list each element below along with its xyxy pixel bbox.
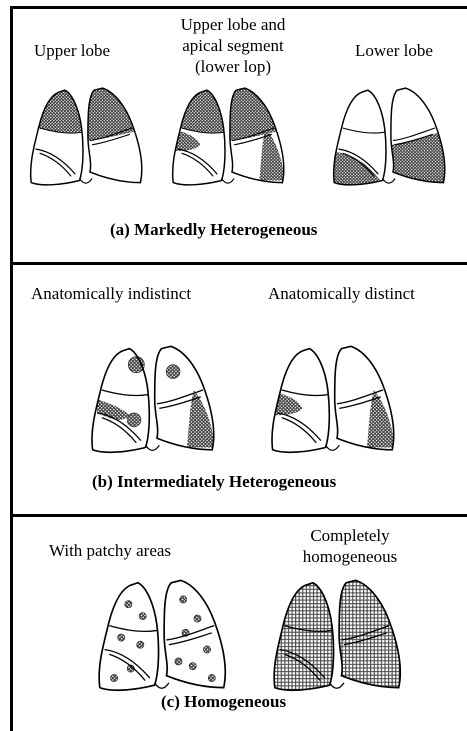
lungs-patchy-areas [95, 578, 238, 697]
caption-b: (b) Intermediately Heterogeneous [92, 471, 336, 492]
label-anatomically-distinct: Anatomically distinct [268, 283, 415, 304]
shaded-spot [175, 658, 182, 665]
shaded-spot [180, 596, 187, 603]
label-line: (lower lop) [168, 56, 298, 77]
airway-outline [155, 683, 169, 688]
lungs-anatomically-distinct [268, 344, 406, 459]
label-completely-homogeneous: Completely homogeneous [290, 525, 410, 567]
label-upper-lobe: Upper lobe [34, 40, 110, 61]
label-line: apical segment [168, 35, 298, 56]
shaded-spot [189, 663, 196, 670]
frame-left-border [10, 6, 13, 731]
airway-outline [383, 178, 396, 183]
lungs-upper-lobe-apical [169, 86, 295, 191]
left-lung-fill [164, 580, 225, 687]
lungs-anatomically-indistinct [88, 344, 226, 459]
label-upper-lobe-apical: Upper lobe and apical segment (lower lop… [168, 14, 298, 77]
shaded-spot [118, 634, 125, 641]
label-line: Completely [290, 525, 410, 546]
shaded-spot [137, 641, 144, 648]
label-anatomically-indistinct: Anatomically indistinct [31, 283, 191, 304]
panel-divider-1 [10, 262, 467, 265]
airway-outline [326, 445, 340, 450]
shaded-spot [110, 675, 117, 682]
label-patchy-areas: With patchy areas [49, 540, 171, 561]
shaded-spot [208, 675, 215, 682]
airway-outline [222, 178, 235, 183]
airway-outline [80, 178, 93, 183]
shaded-spot [139, 613, 146, 620]
label-line: Upper lobe and [168, 14, 298, 35]
shaded-spot [166, 365, 180, 379]
left-lung-fill [339, 580, 400, 687]
caption-a: (a) Markedly Heterogeneous [110, 219, 317, 240]
lungs-upper-lobe [27, 86, 153, 191]
shaded-spot [203, 646, 210, 653]
lungs-lower-lobe [330, 86, 456, 191]
label-lower-lobe: Lower lobe [355, 40, 433, 61]
shaded-spot [194, 615, 201, 622]
frame-top-border [10, 6, 467, 9]
airway-outline [146, 445, 160, 450]
label-line: homogeneous [290, 546, 410, 567]
lungs-completely-homogeneous [270, 578, 413, 697]
shaded-spot [125, 601, 132, 608]
panel-divider-2 [10, 514, 467, 517]
shaded-spot [127, 413, 141, 427]
airway-outline [330, 683, 344, 688]
